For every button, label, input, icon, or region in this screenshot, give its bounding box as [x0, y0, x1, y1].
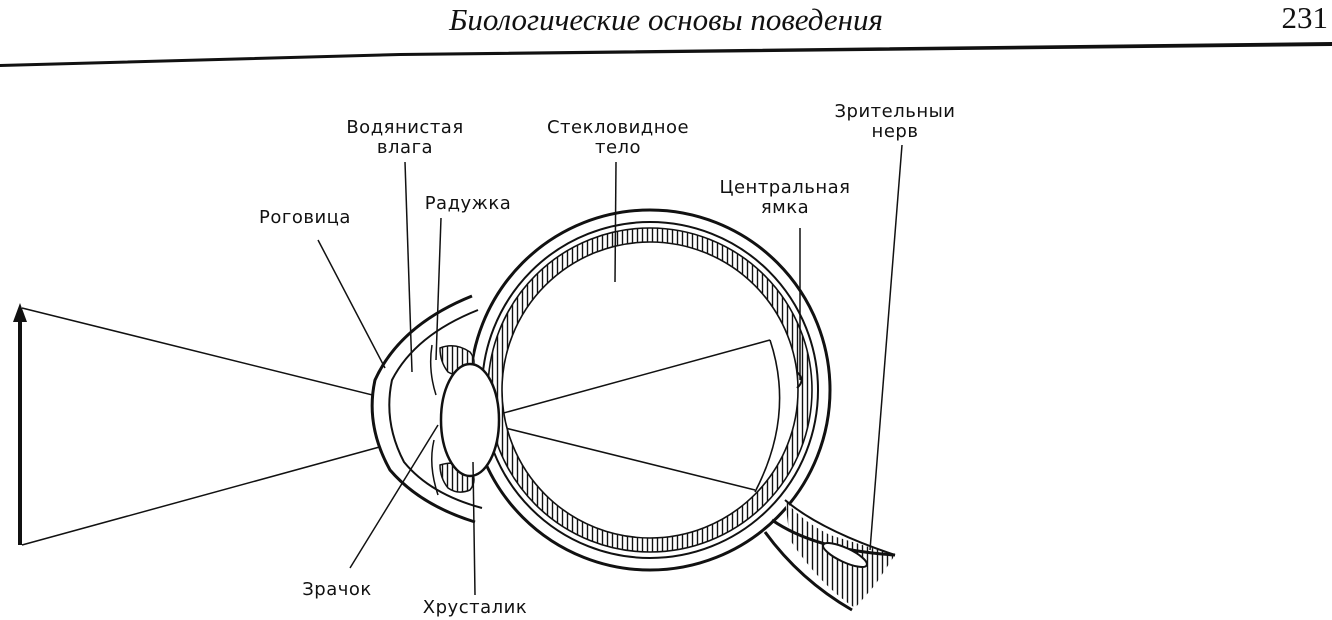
optic-nerve [763, 499, 896, 612]
label-fovea: Центральная ямка [719, 177, 851, 218]
label-iris: Радужка [424, 193, 512, 214]
leader-lines [317, 144, 903, 596]
page-number: 231 [1281, 0, 1329, 35]
label-vitreous-body: Стекловидное тело [546, 117, 690, 158]
lens [439, 362, 501, 478]
eyeball [468, 208, 832, 572]
label-cornea: Роговица [259, 207, 351, 228]
label-lens: Хрусталик [422, 597, 528, 618]
page-header-title: Биологические основы поведения [449, 2, 883, 37]
label-pupil: Зрачок [302, 579, 372, 600]
retinal-image [754, 339, 781, 493]
fovea-mark [796, 371, 803, 389]
header-rule [0, 42, 1332, 67]
label-aqueous-humor: Водянистая влага [346, 117, 464, 158]
object-arrow [13, 303, 27, 545]
label-optic-nerve: Зрительныи нерв [834, 101, 956, 142]
